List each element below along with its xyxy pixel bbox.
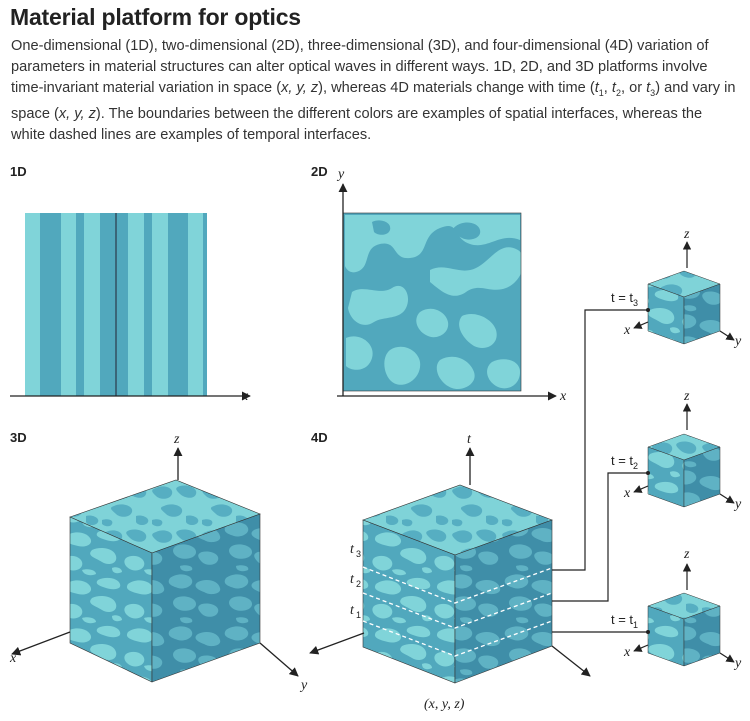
- temporal-interface-t3: [362, 566, 553, 604]
- y-axis-arrow: [259, 642, 299, 677]
- y-axis-label: y: [733, 656, 742, 671]
- x-axis-label: x: [241, 389, 249, 404]
- panel-1d-label: 1D: [10, 164, 27, 179]
- snapshot-t1: z x y t = t1: [611, 547, 742, 671]
- panel-4d-label: 4D: [311, 430, 328, 445]
- figure-caption: One-dimensional (1D), two-dimensional (2…: [11, 38, 736, 143]
- svg-text:1: 1: [356, 610, 361, 620]
- panel-1d: 1D x: [10, 164, 251, 404]
- snapshot-t3: z x y t = t3: [611, 227, 742, 349]
- snapshot-label: t = t1: [611, 612, 638, 630]
- x-axis-label: x: [623, 645, 631, 660]
- space-label: (x, y, z): [424, 697, 465, 712]
- t-axis-label: t: [467, 432, 472, 447]
- time-tick-t1: t 1: [350, 603, 361, 620]
- svg-text:3: 3: [356, 549, 361, 559]
- svg-text:t: t: [350, 542, 355, 557]
- connector-t2: [552, 472, 648, 602]
- y-axis-arrow: [719, 330, 735, 341]
- y-axis-arrow: [719, 493, 735, 504]
- y-axis-label: y: [299, 678, 308, 693]
- temporal-interface-t2: [362, 592, 553, 629]
- temporal-interfaces: [362, 566, 553, 657]
- z-axis-label: z: [683, 227, 690, 242]
- time-tick-t3: t 3: [350, 542, 361, 559]
- figure-title: Material platform for optics: [10, 4, 301, 30]
- cube-4d: [362, 484, 553, 684]
- stripe-pattern: [25, 213, 207, 396]
- svg-text:2: 2: [356, 579, 361, 589]
- panel-4d: 4D t (x, y, z) t 3 t 2 t 1: [309, 430, 591, 712]
- connector-t3: [552, 309, 648, 571]
- snapshot-label: t = t2: [611, 453, 638, 471]
- x-axis-label: x: [623, 323, 631, 338]
- z-axis-label: z: [173, 432, 180, 447]
- x-axis-arrow: [11, 631, 71, 656]
- x-axis-label: x: [9, 651, 17, 666]
- y-axis-label: y: [336, 167, 345, 182]
- panel-2d-label: 2D: [311, 164, 328, 179]
- z-axis-label: z: [683, 547, 690, 562]
- 2d-blob-pattern: [343, 213, 521, 391]
- x-axis-arrow: [633, 644, 649, 652]
- snapshot-t2: z x y t = t2: [611, 389, 742, 512]
- y-axis-label: y: [733, 497, 742, 512]
- panel-3d-label: 3D: [10, 430, 27, 445]
- temporal-interface-t1: [362, 620, 553, 657]
- y-axis-arrow: [719, 652, 735, 663]
- svg-text:t: t: [350, 603, 355, 618]
- svg-text:t: t: [350, 572, 355, 587]
- snapshot-label: t = t3: [611, 290, 638, 308]
- z-axis-label: z: [683, 389, 690, 404]
- x-axis-arrow: [633, 321, 649, 329]
- x-axis-arrow: [633, 485, 649, 493]
- cube-3d: [69, 479, 261, 683]
- snapshot-connectors: [552, 309, 648, 633]
- space-axis-left-arrow: [309, 632, 365, 655]
- space-axis-right-arrow: [551, 645, 591, 677]
- time-tick-t2: t 2: [350, 572, 361, 589]
- x-axis-label: x: [559, 389, 567, 404]
- y-axis-label: y: [733, 334, 742, 349]
- panel-3d: 3D z x y: [9, 430, 308, 693]
- x-axis-label: x: [623, 486, 631, 501]
- panel-2d: 2D y x: [311, 164, 567, 404]
